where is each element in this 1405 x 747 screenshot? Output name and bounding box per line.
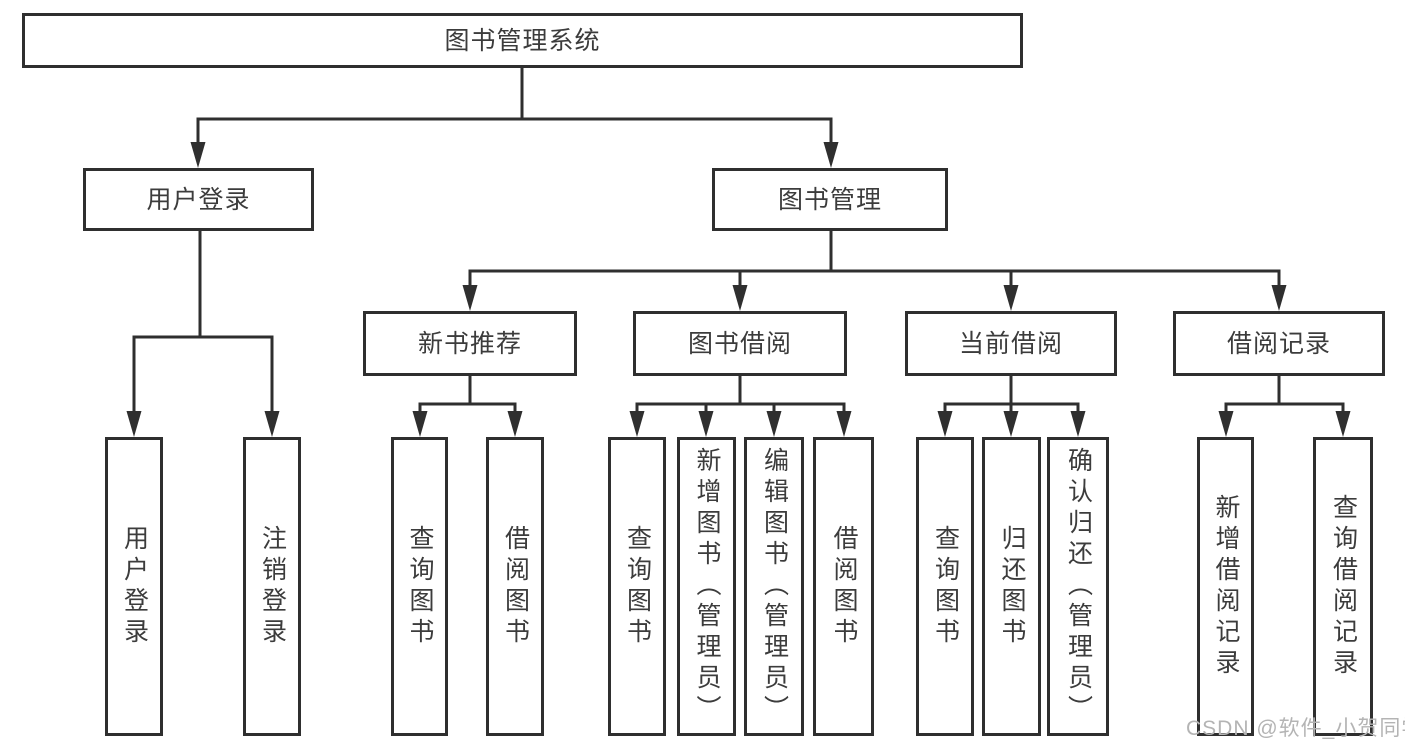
node-br-add-record: 新增借阅记录 <box>1197 437 1254 736</box>
node-login-action: 用户登录 <box>105 437 163 736</box>
node-nbr-query-book: 查询图书 <box>391 437 448 736</box>
node-label-cb-confirm-return: 确认归还（管理员） <box>1064 447 1093 726</box>
node-label-book-mgmt: 图书管理 <box>777 185 882 214</box>
node-label-current-borrow: 当前借阅 <box>958 329 1063 358</box>
node-new-book-rec: 新书推荐 <box>363 311 577 376</box>
node-label-root: 图书管理系统 <box>444 26 601 55</box>
node-book-borrow: 图书借阅 <box>633 311 847 376</box>
node-label-bb-edit-book: 编辑图书（管理员） <box>760 447 789 726</box>
node-cb-return-book: 归还图书 <box>982 437 1041 736</box>
node-label-nbr-query-book: 查询图书 <box>406 524 434 649</box>
watermark: CSDN @软件_小贺同学 <box>1186 717 1405 740</box>
node-current-borrow: 当前借阅 <box>905 311 1117 376</box>
node-label-cb-return-book: 归还图书 <box>998 524 1026 649</box>
node-label-br-query-record: 查询借阅记录 <box>1329 493 1358 680</box>
node-label-nbr-borrow-book: 借阅图书 <box>501 524 530 649</box>
node-root: 图书管理系统 <box>22 13 1023 68</box>
node-bb-query-book: 查询图书 <box>608 437 666 736</box>
node-label-cb-query-book: 查询图书 <box>931 524 960 649</box>
node-bb-add-book: 新增图书（管理员） <box>677 437 736 736</box>
node-logout-action: 注销登录 <box>243 437 301 736</box>
node-cb-query-book: 查询图书 <box>916 437 974 736</box>
node-nbr-borrow-book: 借阅图书 <box>486 437 544 736</box>
node-label-new-book-rec: 新书推荐 <box>417 329 522 358</box>
node-bb-edit-book: 编辑图书（管理员） <box>744 437 804 736</box>
node-label-bb-query-book: 查询图书 <box>623 524 652 649</box>
node-cb-confirm-return: 确认归还（管理员） <box>1047 437 1109 736</box>
node-label-logout-action: 注销登录 <box>258 524 287 649</box>
node-user-login: 用户登录 <box>83 168 314 231</box>
node-label-bb-borrow-book: 借阅图书 <box>830 524 858 649</box>
node-label-borrow-records: 借阅记录 <box>1226 329 1331 358</box>
node-label-br-add-record: 新增借阅记录 <box>1212 493 1240 680</box>
node-bb-borrow-book: 借阅图书 <box>813 437 874 736</box>
node-label-bb-add-book: 新增图书（管理员） <box>693 447 721 726</box>
node-label-user-login: 用户登录 <box>146 185 251 214</box>
node-label-login-action: 用户登录 <box>120 524 149 649</box>
node-br-query-record: 查询借阅记录 <box>1313 437 1373 736</box>
node-label-book-borrow: 图书借阅 <box>687 329 792 358</box>
node-borrow-records: 借阅记录 <box>1173 311 1385 376</box>
node-book-mgmt: 图书管理 <box>712 168 948 231</box>
